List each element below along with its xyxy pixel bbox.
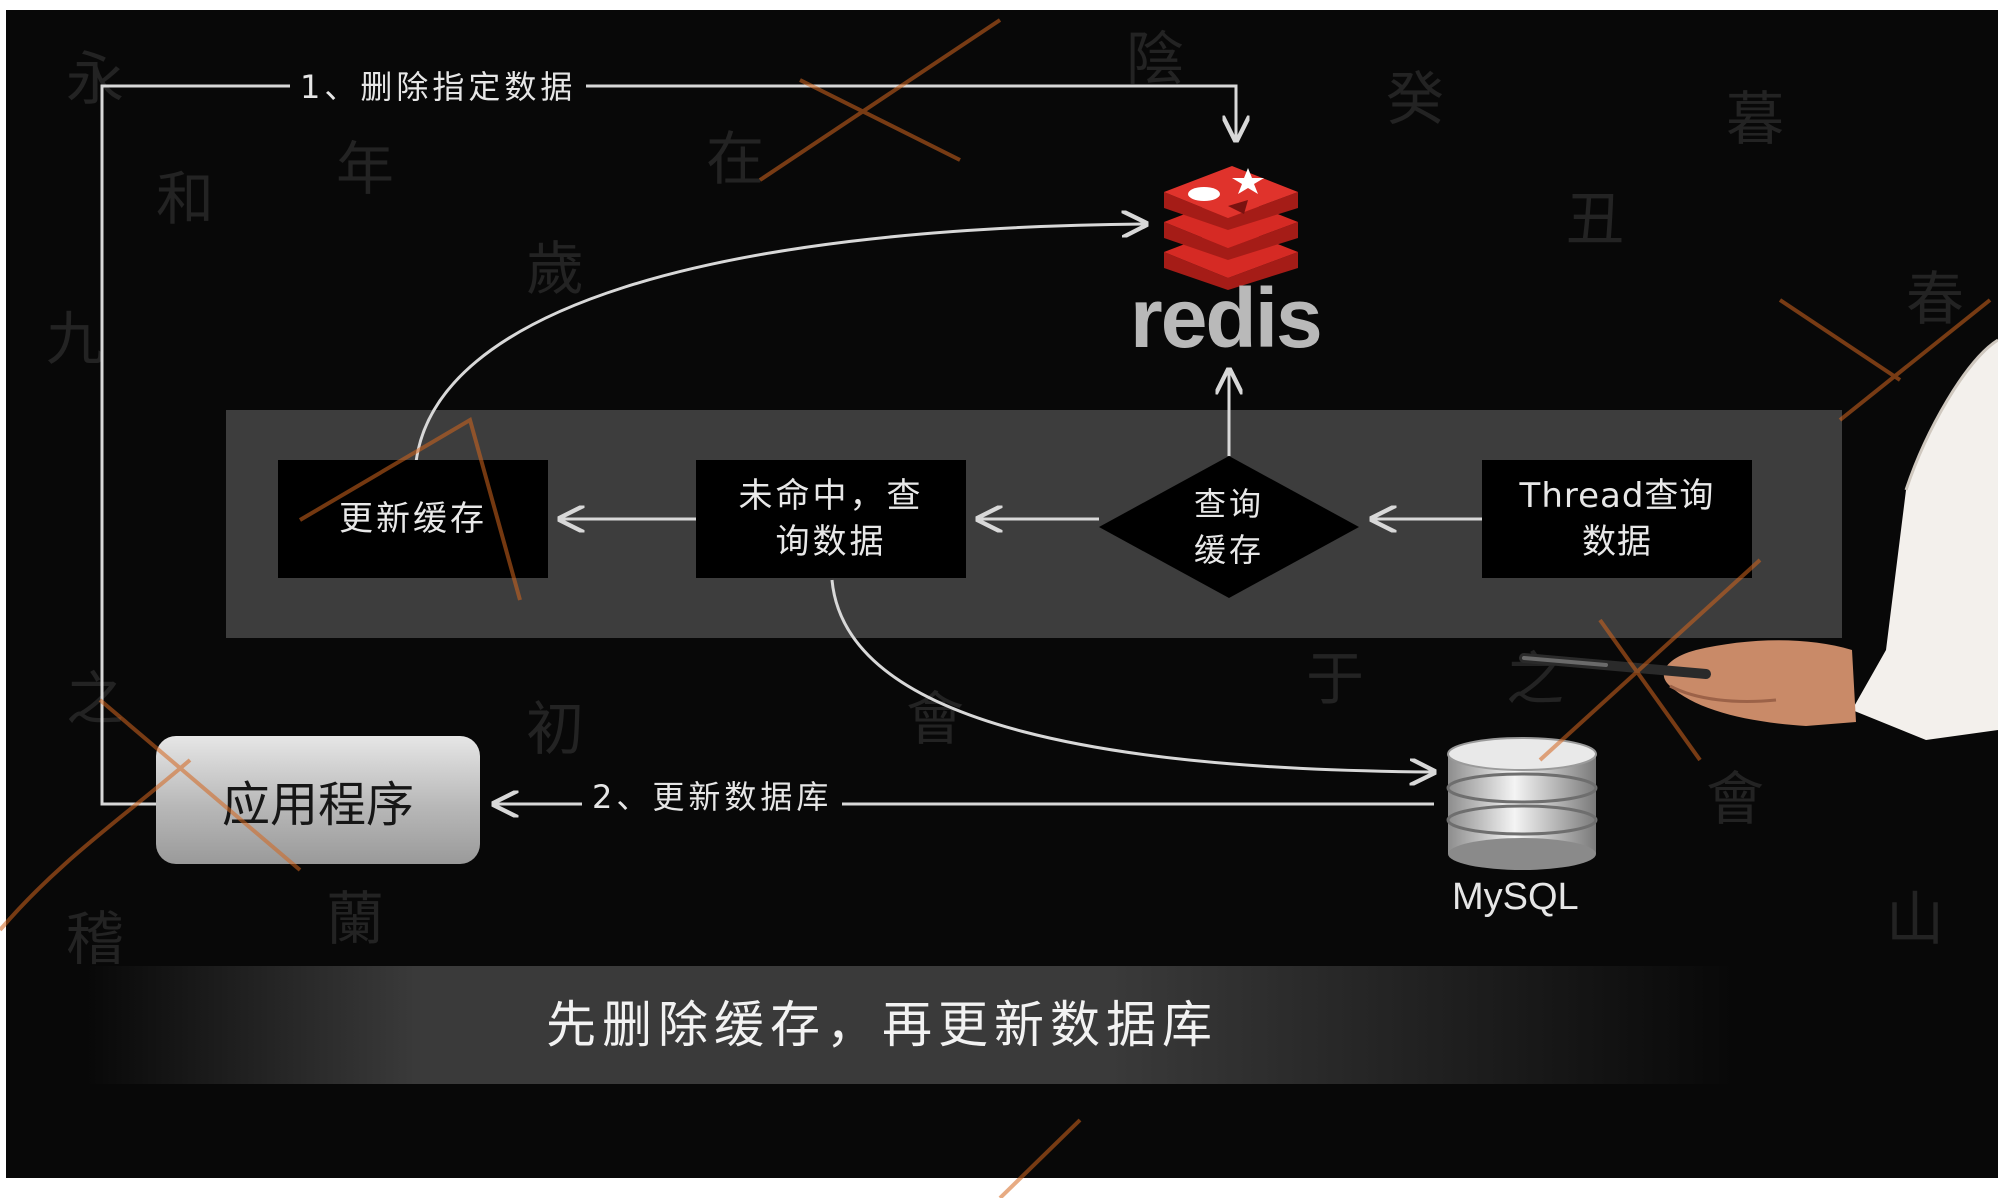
edge-miss-to-mysql xyxy=(830,579,1434,772)
redis-label: redis xyxy=(1130,271,1323,365)
node-thread-query: Thread查询 数据 xyxy=(1482,460,1752,578)
mysql-database-icon xyxy=(1446,737,1598,870)
presenter-hand-image xyxy=(1519,338,1998,740)
mysql-label: MySQL xyxy=(1452,876,1579,918)
node-miss-query: 未命中，查 询数据 xyxy=(696,460,966,578)
node-query-cache: 查询 缓存 xyxy=(1193,485,1264,569)
caption-bar xyxy=(86,966,1736,1084)
node-query-cache-diamond xyxy=(1099,456,1359,598)
slide-canvas: 永 和 九 年 歲 在 癸 丑 暮 春 之 初 會 于 會 稽 山 陰 之 蘭 xyxy=(6,10,1998,1178)
redis-logo-icon xyxy=(1164,166,1298,290)
slide-title: 先删除缓存，再更新数据库 xyxy=(546,996,1218,1054)
edge-update-cache-to-redis xyxy=(414,224,1146,463)
edge-update-db-label: 2、更新数据库 xyxy=(582,772,843,818)
edge-delete-data-label: 1、删除指定数据 xyxy=(290,62,587,108)
